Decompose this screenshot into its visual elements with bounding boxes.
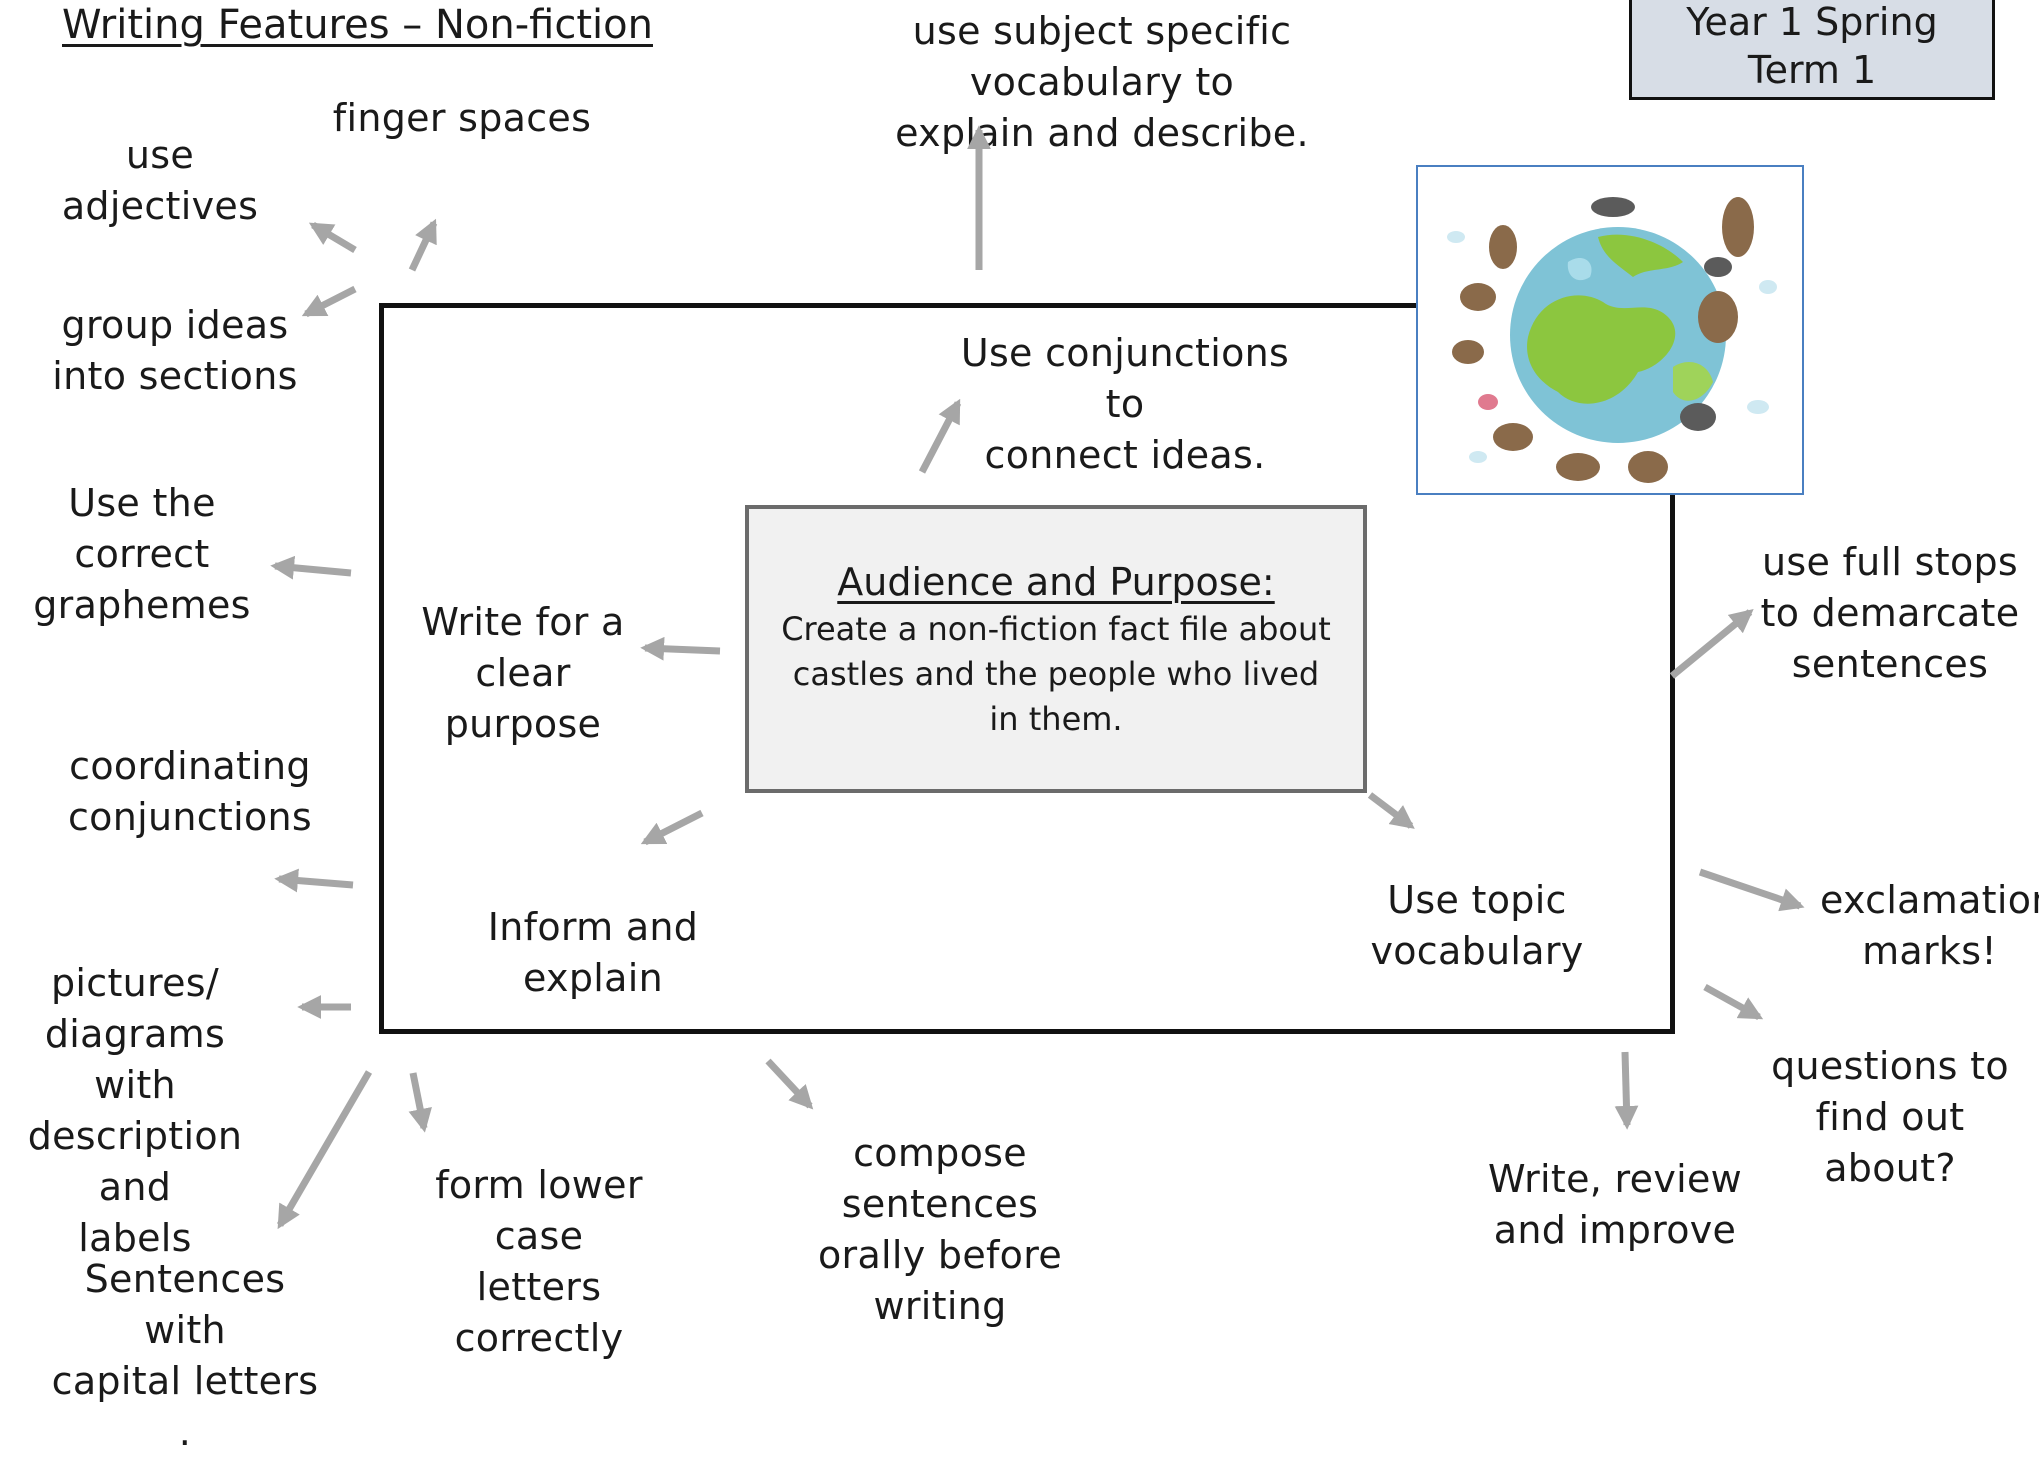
arrow-graphemes — [270, 555, 352, 580]
audience-purpose-heading: Audience and Purpose: — [837, 560, 1275, 604]
label-use-adjectives: use adjectives — [61, 133, 259, 228]
arrow-compose-orally — [765, 1058, 814, 1110]
label-pictures-diagrams: pictures/ diagrams with description and … — [27, 961, 243, 1260]
label-correct-graphemes: Use the correct graphemes — [33, 481, 251, 627]
label-full-stops: use full stops to demarcate sentences — [1760, 540, 2020, 686]
arrow-adjectives — [308, 221, 357, 254]
arrow-inform — [640, 809, 704, 846]
page-title: Writing Features – Non-fiction — [62, 2, 653, 48]
label-clear-purpose: Write for a clear purpose — [421, 600, 625, 746]
label-write-review-improve: Write, review and improve — [1487, 1157, 1743, 1252]
audience-purpose-box: Audience and Purpose: Create a non-ficti… — [745, 505, 1367, 793]
arrow-full-stops — [1669, 608, 1754, 679]
arrow-lower-case — [408, 1072, 432, 1133]
arrow-group-ideas — [301, 285, 357, 318]
arrow-write-review — [1614, 1051, 1639, 1130]
globe-with-animals-icon — [1416, 165, 1804, 495]
arrow-finger-spaces — [408, 218, 438, 272]
label-use-conjunctions: Use conjunctions to connect ideas. — [960, 331, 1290, 477]
arrow-exclamation — [1698, 868, 1805, 912]
label-topic-vocabulary: Use topic vocabulary — [1370, 878, 1584, 973]
label-inform-explain: Inform and explain — [487, 905, 699, 1000]
label-compose-orally: compose sentences orally before writing — [817, 1131, 1063, 1328]
label-lower-case-letters: form lower case letters correctly — [435, 1163, 643, 1360]
audience-purpose-text: Create a non-fiction fact file about cas… — [781, 610, 1331, 738]
label-exclamation-marks: exclamation marks! — [1820, 878, 2039, 973]
arrow-clear-purpose — [640, 636, 721, 661]
label-subject-vocabulary: use subject specific vocabulary to expla… — [895, 9, 1309, 155]
main-frame — [379, 303, 1675, 1034]
label-coordinating-conjunctions: coordinating conjunctions — [67, 744, 313, 839]
label-group-ideas: group ideas into sections — [52, 303, 298, 398]
term-badge: Year 1 Spring Term 1 — [1629, 0, 1995, 100]
arrow-coordinating — [274, 868, 354, 893]
label-finger-spaces: finger spaces — [332, 96, 592, 140]
arrow-conjunctions — [918, 398, 962, 474]
arrow-questions — [1703, 983, 1764, 1021]
arrow-topic-vocab — [1367, 792, 1415, 829]
arrow-sentences-capitals — [276, 1070, 373, 1230]
label-questions: questions to find out about? — [1771, 1044, 2009, 1190]
arrows-layer — [270, 125, 1805, 1230]
